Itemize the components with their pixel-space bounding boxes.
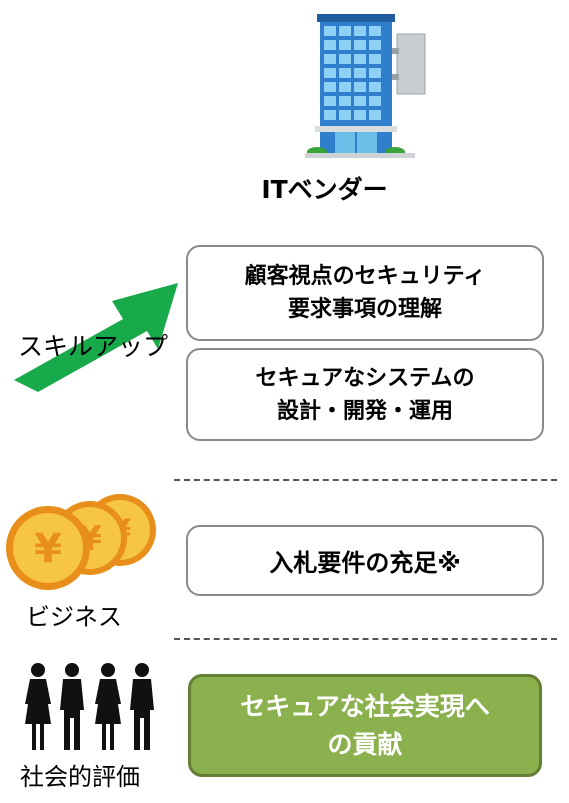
people-icon xyxy=(22,662,162,752)
svg-text:¥: ¥ xyxy=(34,526,62,572)
office-building-icon xyxy=(305,8,430,158)
business-label: ビジネス xyxy=(26,603,122,631)
box-line: セキュアなシステムの xyxy=(255,365,475,391)
skill-box-security-requirements: 顧客視点のセキュリティ 要求事項の理解 xyxy=(186,245,544,341)
skill-box-secure-system: セキュアなシステムの 設計・開発・運用 xyxy=(186,348,544,441)
social-label: 社会的評価 xyxy=(20,763,140,791)
social-box: セキュアな社会実現へ の貢献 xyxy=(188,674,542,777)
box-line: 要求事項の理解 xyxy=(287,297,442,322)
box-line: セキュアな社会実現へ xyxy=(240,691,490,721)
skillup-arrow-icon xyxy=(8,275,183,410)
business-box-text: 入札要件の充足※ xyxy=(269,549,461,577)
divider xyxy=(174,638,557,640)
divider xyxy=(174,479,557,481)
yen-coins-icon: ¥ ¥ ¥ xyxy=(2,480,162,600)
business-box: 入札要件の充足※ xyxy=(186,525,544,596)
box-line: 設計・開発・運用 xyxy=(276,398,453,424)
box-line: の貢献 xyxy=(327,729,403,759)
skillup-label: スキルアップ xyxy=(18,332,169,361)
box-line: 顧客視点のセキュリティ xyxy=(244,264,486,289)
vendor-label: ITベンダー xyxy=(261,175,388,204)
